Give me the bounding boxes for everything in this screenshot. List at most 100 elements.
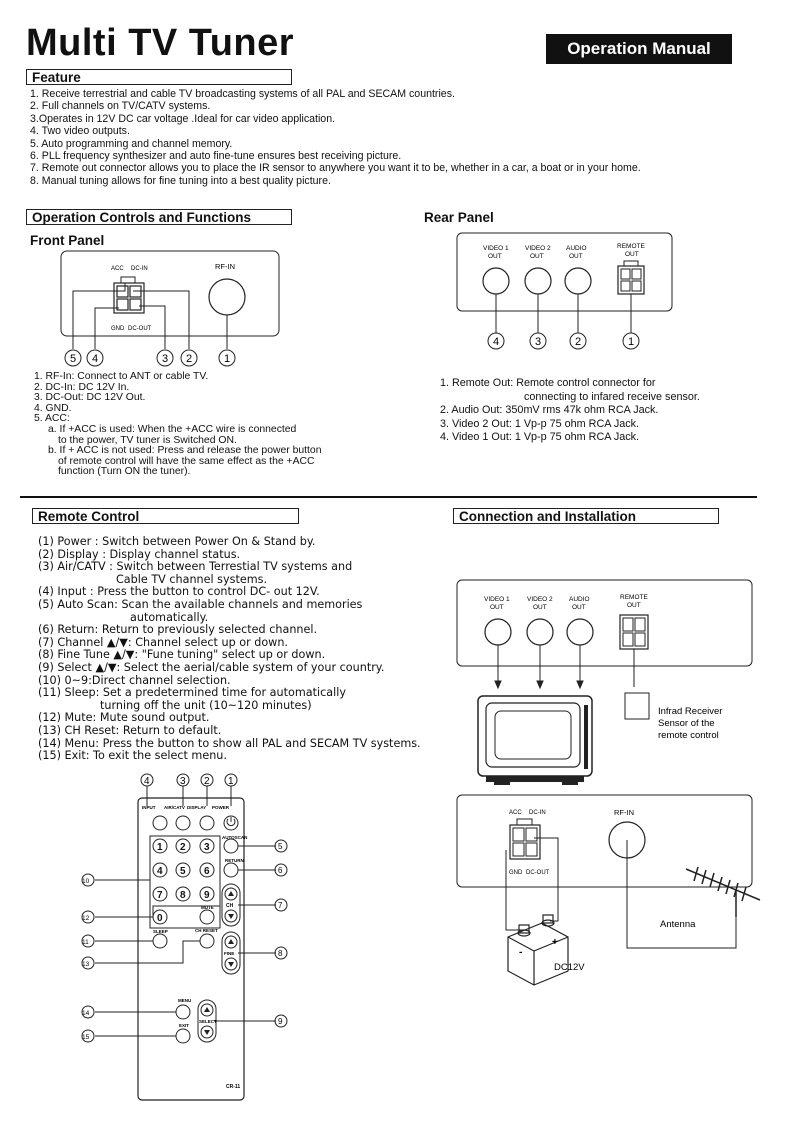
- list-item: (3) Air/CATV : Switch between Terrestial…: [38, 560, 353, 574]
- list-item: 3.Operates in 12V DC car voltage .Ideal …: [30, 112, 336, 125]
- display-button[interactable]: [199, 815, 215, 831]
- list-item: (15) Exit: To exit the select menu.: [38, 749, 227, 763]
- svg-text:9: 9: [204, 890, 210, 901]
- fine-up-button[interactable]: [224, 935, 238, 949]
- list-item: (2) Display : Display channel status.: [38, 547, 241, 561]
- svg-text:VIDEO 1: VIDEO 1: [484, 596, 510, 603]
- svg-text:+: +: [552, 937, 558, 948]
- list-item: 4. Two video outputs.: [30, 125, 130, 138]
- up-arrow-icon: [228, 891, 234, 896]
- dc-out-label: DC-OUT: [128, 326, 152, 332]
- svg-text:EXIT: EXIT: [179, 1023, 189, 1028]
- gnd-label: GND: [111, 326, 125, 332]
- feature-list: 1. Receive terrestrial and cable TV broa…: [30, 88, 641, 187]
- key-6[interactable]: [199, 862, 215, 878]
- svg-text:MUTE: MUTE: [201, 905, 214, 910]
- svg-text:8: 8: [180, 890, 186, 901]
- menu-button[interactable]: [175, 1004, 191, 1020]
- sleep-button[interactable]: [152, 933, 168, 949]
- svg-text:VIDEO 2: VIDEO 2: [527, 596, 553, 603]
- list-item: automatically.: [130, 610, 209, 624]
- svg-text:2: 2: [575, 336, 581, 348]
- svg-text:CH RESET: CH RESET: [195, 928, 218, 933]
- air-catv-button[interactable]: [175, 815, 191, 831]
- svg-text:OUT: OUT: [627, 602, 641, 609]
- battery-icon: [507, 914, 569, 986]
- list-item: (5) Auto Scan: Scan the available channe…: [38, 597, 363, 611]
- page-title: Multi TV Tuner: [26, 22, 295, 64]
- key-9[interactable]: [199, 886, 215, 902]
- ch-reset-button[interactable]: [199, 933, 215, 949]
- svg-text:DC-OUT: DC-OUT: [526, 870, 550, 876]
- svg-text:SELECT: SELECT: [199, 1019, 217, 1024]
- down-arrow-icon: [228, 914, 234, 919]
- list-item: of remote control will have the same eff…: [58, 455, 315, 467]
- svg-text:Sensor of the: Sensor of the: [658, 718, 715, 729]
- svg-text:2: 2: [186, 353, 192, 365]
- svg-text:1: 1: [224, 353, 230, 365]
- rear-panel-box: [456, 579, 753, 667]
- svg-text:MENU: MENU: [178, 998, 191, 1003]
- svg-text:7: 7: [278, 901, 283, 910]
- svg-text:AUDIO: AUDIO: [569, 596, 590, 603]
- svg-text:OUT: OUT: [569, 253, 583, 260]
- svg-text:CH: CH: [226, 903, 234, 909]
- rear-panel-list: 1. Remote Out: Remote control connector …: [440, 377, 700, 445]
- mute-button[interactable]: [199, 909, 215, 925]
- power-connector: [113, 282, 145, 314]
- list-item: 1. RF-In: Connect to ANT or cable TV.: [34, 371, 209, 382]
- svg-text:15: 15: [82, 1034, 90, 1041]
- svg-text:remote control: remote control: [658, 730, 719, 741]
- number-keypad-frame: [149, 835, 221, 929]
- front-panel-list: 1. RF-In: Connect to ANT or cable TV. 2.…: [34, 371, 322, 478]
- svg-text:3: 3: [162, 353, 168, 365]
- svg-text:OUT: OUT: [625, 251, 639, 258]
- input-button[interactable]: [152, 815, 168, 831]
- svg-text:12: 12: [82, 915, 90, 922]
- svg-text:DISPLAY: DISPLAY: [187, 805, 206, 810]
- list-item: to the power, TV tuner is Switched ON.: [58, 434, 237, 446]
- svg-text:8: 8: [278, 949, 283, 958]
- list-item: (9) Select ▲/▼: Select the aerial/cable …: [38, 660, 385, 674]
- return-button[interactable]: [223, 862, 239, 878]
- svg-text:4: 4: [144, 776, 150, 787]
- svg-text:GND: GND: [509, 870, 523, 876]
- key-1[interactable]: [152, 838, 168, 854]
- svg-text:RF-IN: RF-IN: [614, 808, 634, 817]
- key-3[interactable]: [199, 838, 215, 854]
- list-item: (7) Channel ▲/▼: Channel select up or do…: [38, 635, 288, 649]
- svg-text:5: 5: [278, 842, 283, 851]
- svg-text:11: 11: [82, 939, 89, 946]
- channel-down-button[interactable]: [224, 909, 238, 923]
- autoscan-button[interactable]: [223, 838, 239, 854]
- remote-body: [137, 797, 245, 1101]
- list-item: 2. Audio Out: 350mV rms 47k ohm RCA Jack…: [440, 404, 659, 416]
- svg-text:1: 1: [228, 776, 234, 787]
- remote-control-diagram: 4 3 2 1 INPUT AIR/CATV DISPLAY POWER AUT…: [81, 773, 288, 1101]
- svg-text:OUT: OUT: [533, 604, 547, 611]
- list-item: (14) Menu: Press the button to show all …: [38, 736, 421, 750]
- power-button[interactable]: [223, 815, 239, 831]
- exit-button[interactable]: [175, 1028, 191, 1044]
- key-5[interactable]: [175, 862, 191, 878]
- controls-heading: Operation Controls and Functions: [26, 209, 292, 225]
- remote-heading: Remote Control: [32, 508, 299, 524]
- connection-diagram: VIDEO 1 OUT VIDEO 2 OUT AUDIO OUT REMOTE…: [456, 579, 761, 986]
- svg-text:3: 3: [204, 842, 210, 853]
- section-divider: [20, 496, 757, 498]
- key-8[interactable]: [175, 886, 191, 902]
- svg-text:3: 3: [180, 776, 186, 787]
- key-4[interactable]: [152, 862, 168, 878]
- down-arrow-icon: [228, 962, 234, 967]
- fine-down-button[interactable]: [224, 957, 238, 971]
- list-item: 6. PLL frequency synthesizer and auto fi…: [30, 150, 402, 163]
- key-2[interactable]: [175, 838, 191, 854]
- select-up-button[interactable]: [200, 1003, 214, 1017]
- key-7[interactable]: [152, 886, 168, 902]
- list-item: (1) Power : Switch between Power On & St…: [38, 535, 316, 548]
- video2-out-jack: [524, 267, 552, 295]
- channel-up-button[interactable]: [224, 887, 238, 901]
- svg-text:1: 1: [157, 842, 163, 853]
- svg-text:6: 6: [204, 866, 210, 877]
- select-down-button[interactable]: [200, 1025, 214, 1039]
